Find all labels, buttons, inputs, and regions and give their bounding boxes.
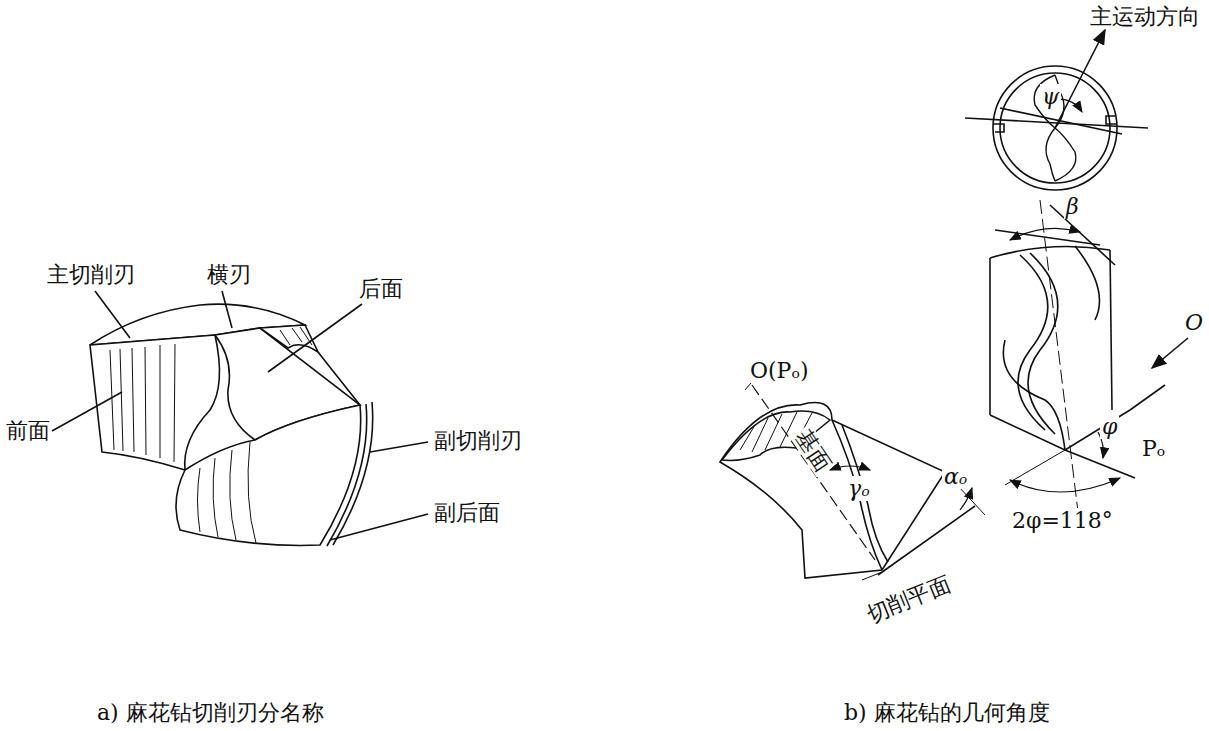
direction-label: 主运动方向: [1088, 4, 1202, 29]
angle-symbol: ψ: [1040, 84, 1061, 109]
drill-tip-a: [52, 291, 428, 546]
part-label: 前面: [4, 418, 52, 443]
part-label: 横刃: [205, 262, 253, 287]
angle-value: 2φ=118°: [1010, 508, 1115, 533]
drill-section-view: [720, 370, 985, 580]
angle-symbol: αₒ: [942, 464, 969, 489]
figure-caption: b) 麻花钻的几何角度: [842, 700, 1052, 725]
part-label: 后面: [357, 276, 405, 301]
plane-label: Pₒ: [1140, 436, 1167, 461]
angle-symbol: γₒ: [846, 476, 872, 501]
part-label: 副切削刃: [432, 428, 524, 453]
angle-symbol: β: [1064, 194, 1081, 219]
view-label: O: [1183, 310, 1205, 335]
angle-symbol: φ: [1100, 414, 1119, 439]
part-label: 主切削刃: [45, 262, 137, 287]
drill-side-view: [990, 200, 1188, 512]
figure-caption: a) 麻花钻切削刃分名称: [95, 700, 326, 725]
part-label: 副后面: [432, 500, 502, 525]
plane-label: 切削平面: [861, 570, 956, 628]
drill-top-view: [965, 30, 1148, 190]
view-label: O(Pₒ): [748, 358, 810, 383]
